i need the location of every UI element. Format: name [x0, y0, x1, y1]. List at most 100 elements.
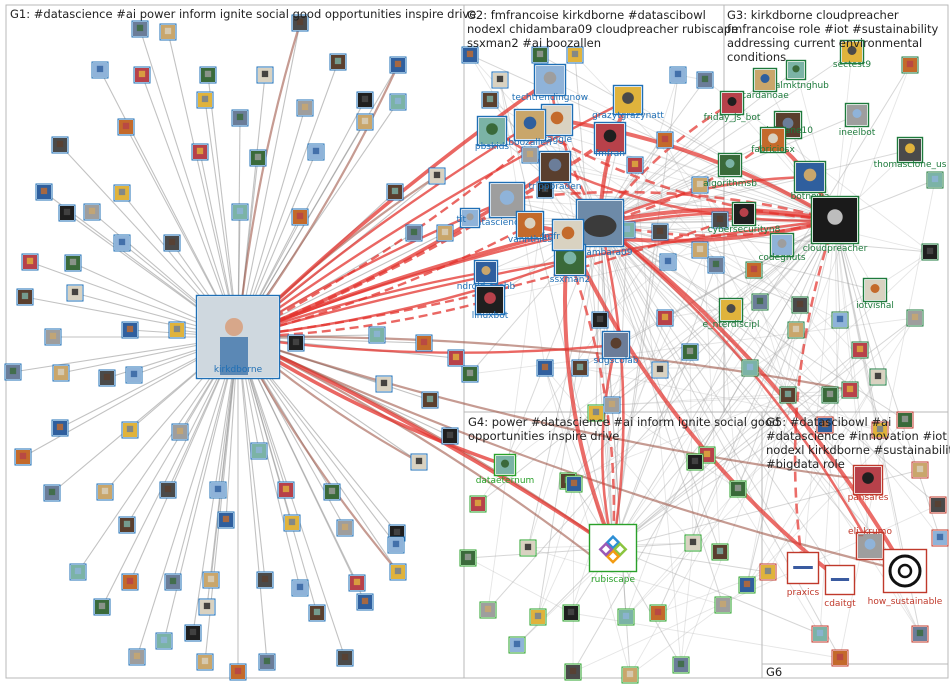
- node-avatar[interactable]: [217, 511, 235, 529]
- node-avatar[interactable]: [405, 224, 423, 242]
- node-avatar[interactable]: [389, 93, 407, 111]
- node-botnowa[interactable]: [793, 160, 827, 194]
- node-codegnuts[interactable]: [769, 232, 795, 258]
- node-avatar[interactable]: [461, 365, 479, 383]
- node-avatar[interactable]: [51, 136, 69, 154]
- node-avatar[interactable]: [591, 311, 609, 329]
- node-how-sustainable[interactable]: [882, 548, 928, 594]
- node-avatar[interactable]: [128, 648, 146, 666]
- node-avatar[interactable]: [117, 118, 135, 136]
- node-avatar[interactable]: [691, 241, 709, 259]
- node-avatar[interactable]: [816, 416, 834, 434]
- node-avatar[interactable]: [929, 496, 947, 514]
- node-avatar[interactable]: [562, 604, 580, 622]
- node-avatar[interactable]: [787, 321, 805, 339]
- node-avatar[interactable]: [277, 481, 295, 499]
- node-avatar[interactable]: [529, 608, 547, 626]
- node-fmfran[interactable]: [593, 121, 627, 155]
- node-avatar[interactable]: [531, 46, 549, 64]
- node-avatar[interactable]: [441, 427, 459, 445]
- node-avatar[interactable]: [621, 666, 639, 684]
- node-avatar[interactable]: [91, 61, 109, 79]
- node-avatar[interactable]: [911, 461, 929, 479]
- node-avatar[interactable]: [791, 296, 809, 314]
- node-avatar[interactable]: [696, 71, 714, 89]
- node-kaggle[interactable]: [540, 103, 574, 137]
- node-avatar[interactable]: [202, 571, 220, 589]
- node-avatar[interactable]: [258, 653, 276, 671]
- node-avatar[interactable]: [811, 625, 829, 643]
- node-avatar[interactable]: [121, 573, 139, 591]
- node-avatar[interactable]: [459, 549, 477, 567]
- node-avatar[interactable]: [421, 391, 439, 409]
- node-avatar[interactable]: [707, 256, 725, 274]
- node-avatar[interactable]: [287, 334, 305, 352]
- node-avatar[interactable]: [231, 109, 249, 127]
- node-avatar[interactable]: [348, 574, 366, 592]
- node-cdaitgt[interactable]: [824, 564, 856, 596]
- node-avatar[interactable]: [831, 311, 849, 329]
- node-avatar[interactable]: [387, 536, 405, 554]
- node-gitalmktnghub[interactable]: [785, 59, 807, 81]
- node-cloudpreacher[interactable]: [810, 195, 860, 245]
- node-cardanoae[interactable]: [752, 67, 778, 93]
- node-avatar[interactable]: [851, 341, 869, 359]
- node-avatar[interactable]: [479, 601, 497, 619]
- node-avatar[interactable]: [931, 529, 949, 547]
- node-avatar[interactable]: [521, 146, 539, 164]
- node-friday-js-bot[interactable]: [719, 90, 745, 116]
- node-avatar[interactable]: [691, 176, 709, 194]
- node-avatar[interactable]: [291, 579, 309, 597]
- node-avatar[interactable]: [566, 46, 584, 64]
- node-e-nterdiscipl[interactable]: [718, 297, 744, 323]
- node-avatar[interactable]: [163, 234, 181, 252]
- node-avatar[interactable]: [901, 56, 919, 74]
- node-avatar[interactable]: [307, 143, 325, 161]
- node-grazytgrazynatt[interactable]: [612, 84, 644, 116]
- node-ineelbot[interactable]: [844, 102, 870, 128]
- node-avatar[interactable]: [656, 131, 674, 149]
- node-avatar[interactable]: [171, 423, 189, 441]
- node-avatar[interactable]: [375, 375, 393, 393]
- node-avatar[interactable]: [356, 113, 374, 131]
- node-avatar[interactable]: [564, 663, 582, 681]
- node-avatar[interactable]: [759, 563, 777, 581]
- node-vannthies[interactable]: [515, 210, 545, 240]
- node-avatar[interactable]: [651, 223, 669, 241]
- node-avatar[interactable]: [536, 359, 554, 377]
- node-avatar[interactable]: [741, 359, 759, 377]
- node-avatar[interactable]: [603, 396, 621, 414]
- node-avatar[interactable]: [113, 234, 131, 252]
- node-avatar[interactable]: [256, 571, 274, 589]
- node-avatar[interactable]: [714, 596, 732, 614]
- node-avatar[interactable]: [83, 203, 101, 221]
- node-avatar[interactable]: [571, 359, 589, 377]
- node-avatar[interactable]: [16, 288, 34, 306]
- node-avatar[interactable]: [164, 573, 182, 591]
- node-avatar[interactable]: [155, 632, 173, 650]
- node-cybersecurityn8[interactable]: [731, 201, 757, 227]
- node-avatar[interactable]: [296, 99, 314, 117]
- node-avatar[interactable]: [336, 519, 354, 537]
- node-avatar[interactable]: [58, 204, 76, 222]
- node-avatar[interactable]: [4, 363, 22, 381]
- node-avatar[interactable]: [66, 284, 84, 302]
- node-avatar[interactable]: [198, 598, 216, 616]
- node-avatar[interactable]: [587, 404, 605, 422]
- node-avatar[interactable]: [118, 516, 136, 534]
- node-avatar[interactable]: [96, 483, 114, 501]
- node-avatar[interactable]: [519, 539, 537, 557]
- node-avatar[interactable]: [831, 649, 849, 667]
- node-avatar[interactable]: [911, 625, 929, 643]
- node-avatar[interactable]: [168, 321, 186, 339]
- node-avatar[interactable]: [159, 481, 177, 499]
- node-avatar[interactable]: [871, 421, 889, 439]
- node-avatar[interactable]: [656, 309, 674, 327]
- node-avatar[interactable]: [896, 411, 914, 429]
- node-llnuxbot[interactable]: [474, 284, 506, 316]
- node-avatar[interactable]: [672, 656, 690, 674]
- node-avatar[interactable]: [113, 184, 131, 202]
- node-avatar[interactable]: [250, 442, 268, 460]
- node-avatar[interactable]: [329, 53, 347, 71]
- node-iotvishal[interactable]: [862, 277, 888, 303]
